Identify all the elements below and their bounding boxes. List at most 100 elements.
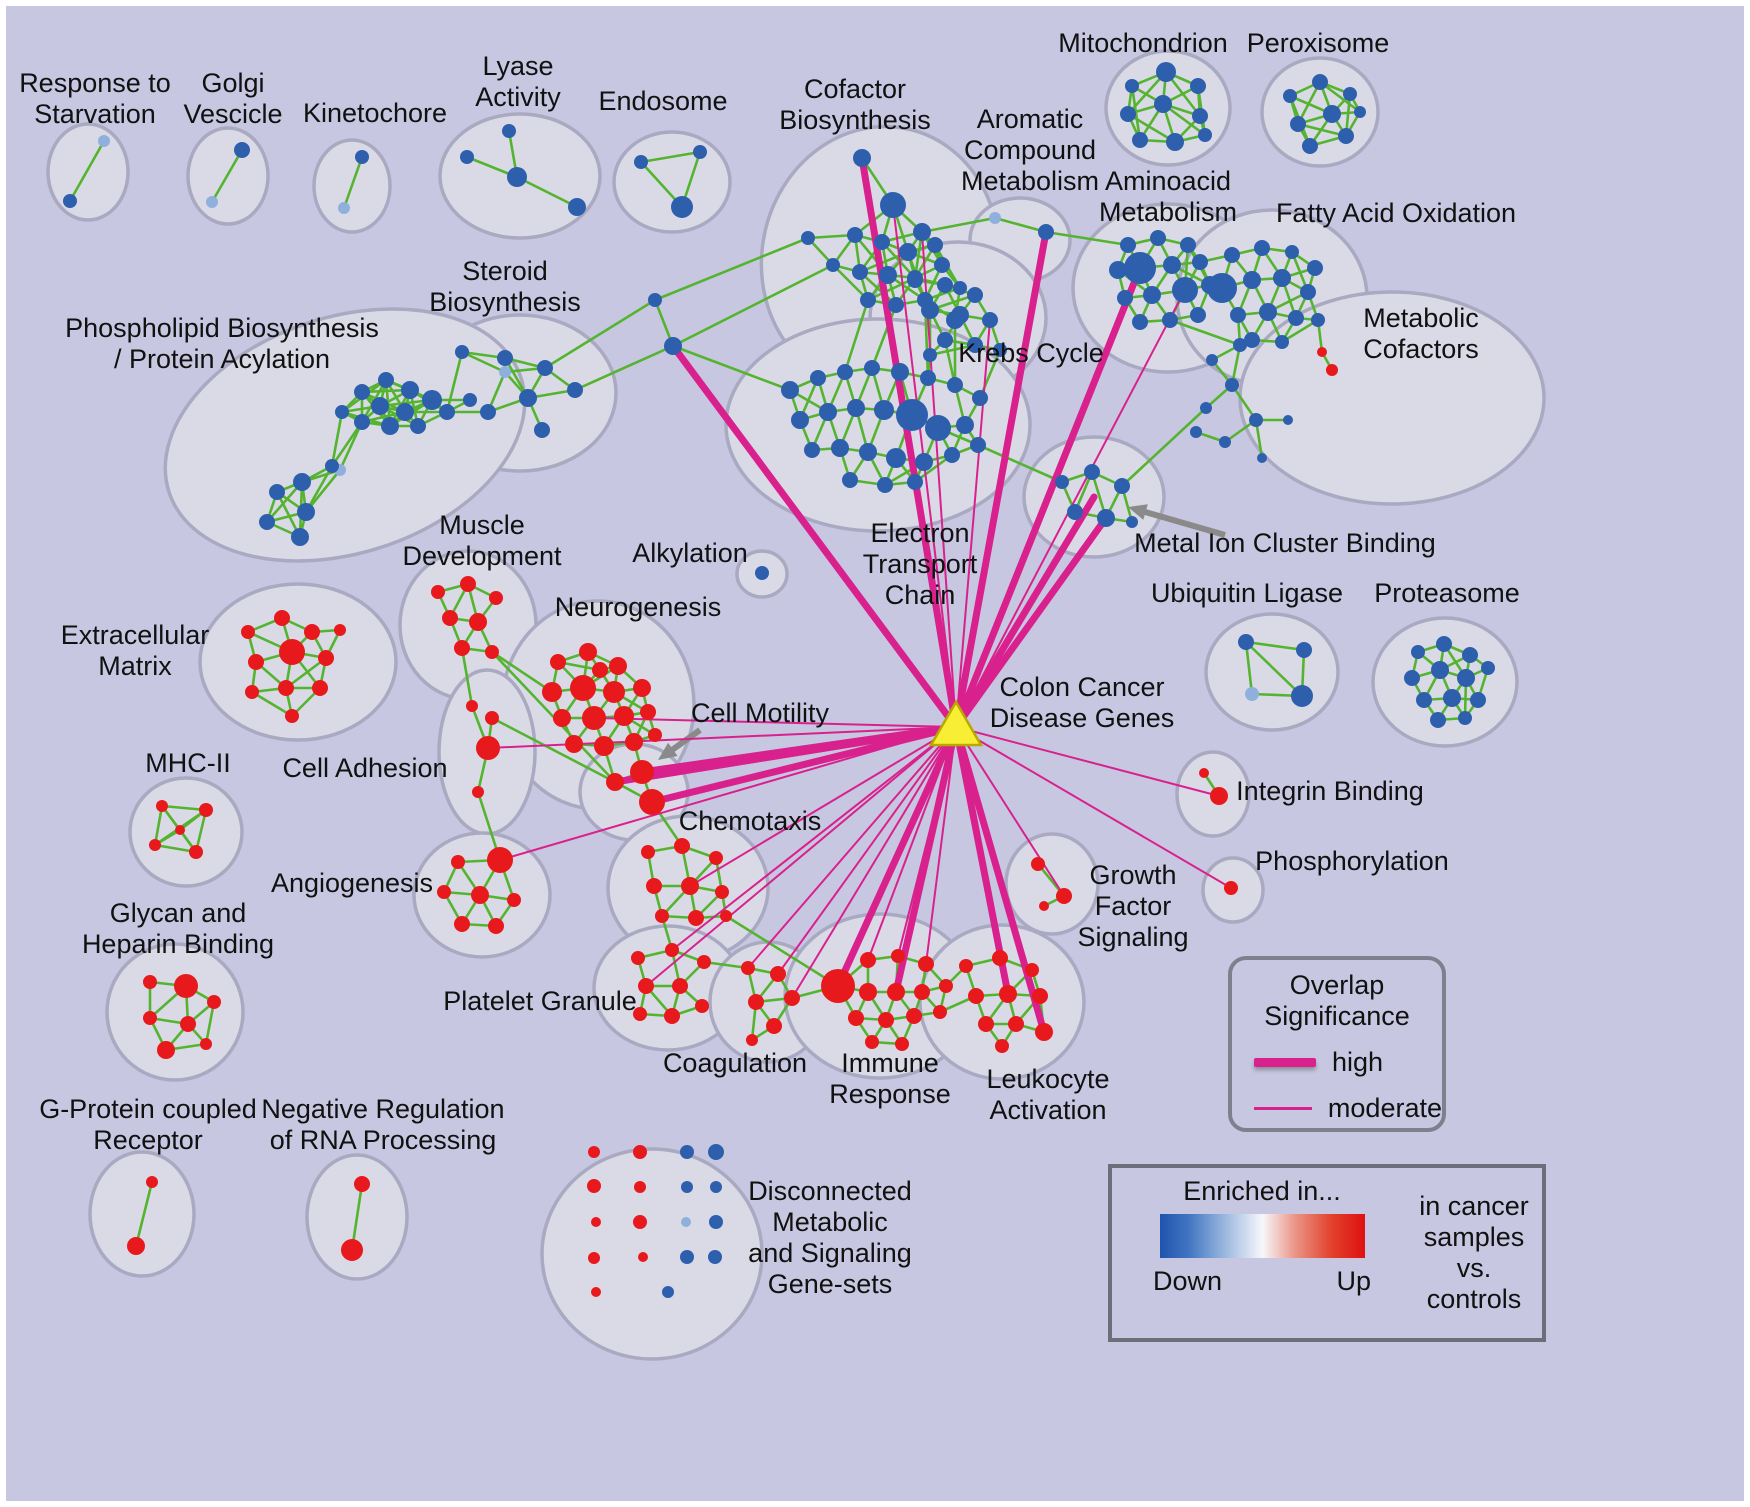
gene-set-node[interactable]: [1443, 689, 1461, 707]
gene-set-node[interactable]: [565, 735, 583, 753]
gene-set-node[interactable]: [895, 1037, 909, 1051]
gene-set-node[interactable]: [648, 728, 662, 742]
gene-set-node[interactable]: [1126, 516, 1138, 528]
gene-set-node[interactable]: [1124, 252, 1156, 284]
gene-set-node[interactable]: [709, 851, 723, 865]
gene-set-node[interactable]: [1244, 332, 1260, 348]
gene-set-node[interactable]: [293, 473, 311, 491]
gene-set-node[interactable]: [662, 1286, 674, 1298]
gene-set-node[interactable]: [422, 390, 442, 410]
gene-set-node[interactable]: [471, 886, 489, 904]
gene-set-node[interactable]: [1132, 314, 1148, 330]
gene-set-node[interactable]: [1067, 504, 1083, 520]
gene-set-node[interactable]: [401, 381, 419, 399]
gene-set-node[interactable]: [953, 281, 967, 295]
gene-set-node[interactable]: [1143, 286, 1161, 304]
gene-set-node[interactable]: [695, 999, 709, 1013]
gene-set-node[interactable]: [1416, 692, 1432, 708]
gene-set-node[interactable]: [335, 405, 349, 419]
gene-set-node[interactable]: [1283, 415, 1293, 425]
gene-set-node[interactable]: [200, 1038, 212, 1050]
gene-set-node[interactable]: [847, 399, 865, 417]
gene-set-node[interactable]: [638, 978, 654, 994]
gene-set-node[interactable]: [318, 650, 334, 666]
gene-set-node[interactable]: [708, 1144, 724, 1160]
gene-set-node[interactable]: [1031, 857, 1045, 871]
gene-set-node[interactable]: [603, 681, 625, 703]
gene-set-node[interactable]: [681, 877, 699, 895]
gene-set-node[interactable]: [1025, 963, 1039, 977]
gene-set-node[interactable]: [664, 337, 682, 355]
gene-set-node[interactable]: [582, 706, 606, 730]
gene-set-node[interactable]: [914, 984, 930, 1000]
gene-set-node[interactable]: [579, 643, 597, 661]
gene-set-node[interactable]: [879, 266, 897, 284]
gene-set-node[interactable]: [634, 1181, 646, 1193]
gene-set-node[interactable]: [688, 910, 704, 926]
gene-set-node[interactable]: [1431, 661, 1449, 679]
gene-set-node[interactable]: [269, 484, 285, 500]
gene-set-node[interactable]: [588, 1252, 600, 1264]
gene-set-node[interactable]: [476, 736, 500, 760]
gene-set-node[interactable]: [634, 155, 648, 169]
gene-set-node[interactable]: [681, 1217, 691, 1227]
gene-set-node[interactable]: [199, 803, 213, 817]
gene-set-node[interactable]: [1114, 478, 1130, 494]
gene-set-node[interactable]: [715, 885, 729, 899]
gene-set-node[interactable]: [967, 287, 983, 303]
gene-set-node[interactable]: [1243, 271, 1261, 289]
gene-set-node[interactable]: [285, 709, 299, 723]
gene-set-node[interactable]: [1190, 426, 1202, 438]
gene-set-node[interactable]: [891, 949, 905, 963]
gene-set-node[interactable]: [899, 243, 917, 261]
gene-set-node[interactable]: [143, 1011, 157, 1025]
gene-set-node[interactable]: [355, 150, 369, 164]
gene-set-node[interactable]: [921, 301, 939, 319]
gene-set-node[interactable]: [1035, 1023, 1053, 1041]
gene-set-node[interactable]: [633, 1007, 647, 1021]
gene-set-node[interactable]: [279, 639, 305, 665]
gene-set-node[interactable]: [304, 624, 320, 640]
gene-set-node[interactable]: [1120, 106, 1136, 122]
gene-set-node[interactable]: [1285, 245, 1299, 259]
gene-set-node[interactable]: [934, 257, 950, 273]
gene-set-node[interactable]: [460, 576, 476, 592]
gene-set-node[interactable]: [274, 610, 290, 626]
gene-set-node[interactable]: [1207, 273, 1237, 303]
gene-set-node[interactable]: [1172, 277, 1198, 303]
gene-set-node[interactable]: [469, 613, 487, 631]
gene-set-node[interactable]: [245, 685, 259, 699]
gene-set-node[interactable]: [956, 416, 974, 434]
gene-set-node[interactable]: [630, 760, 654, 784]
gene-set-node[interactable]: [1275, 335, 1289, 349]
gene-set-node[interactable]: [1411, 645, 1425, 659]
gene-set-node[interactable]: [1430, 712, 1446, 728]
gene-set-node[interactable]: [641, 845, 655, 859]
gene-set-node[interactable]: [341, 1239, 363, 1261]
gene-set-node[interactable]: [907, 272, 923, 288]
gene-set-node[interactable]: [648, 293, 662, 307]
gene-set-node[interactable]: [674, 838, 690, 854]
gene-set-node[interactable]: [999, 985, 1017, 1003]
gene-set-node[interactable]: [1283, 89, 1297, 103]
gene-set-node[interactable]: [1291, 685, 1313, 707]
gene-set-node[interactable]: [860, 292, 876, 308]
gene-set-node[interactable]: [1097, 509, 1115, 527]
gene-set-node[interactable]: [939, 979, 953, 993]
gene-set-node[interactable]: [1233, 338, 1247, 352]
gene-set-node[interactable]: [970, 437, 986, 453]
gene-set-node[interactable]: [1273, 269, 1291, 287]
gene-set-node[interactable]: [381, 417, 399, 435]
gene-set-node[interactable]: [810, 370, 826, 386]
gene-set-node[interactable]: [507, 167, 527, 187]
gene-set-node[interactable]: [149, 839, 161, 851]
gene-set-node[interactable]: [519, 389, 537, 407]
gene-set-node[interactable]: [791, 411, 809, 429]
gene-set-node[interactable]: [537, 360, 553, 376]
gene-set-node[interactable]: [499, 366, 511, 378]
gene-set-node[interactable]: [594, 736, 614, 756]
gene-set-node[interactable]: [614, 706, 634, 726]
gene-set-node[interactable]: [354, 414, 370, 430]
gene-set-node[interactable]: [708, 1250, 722, 1264]
gene-set-node[interactable]: [886, 448, 906, 468]
